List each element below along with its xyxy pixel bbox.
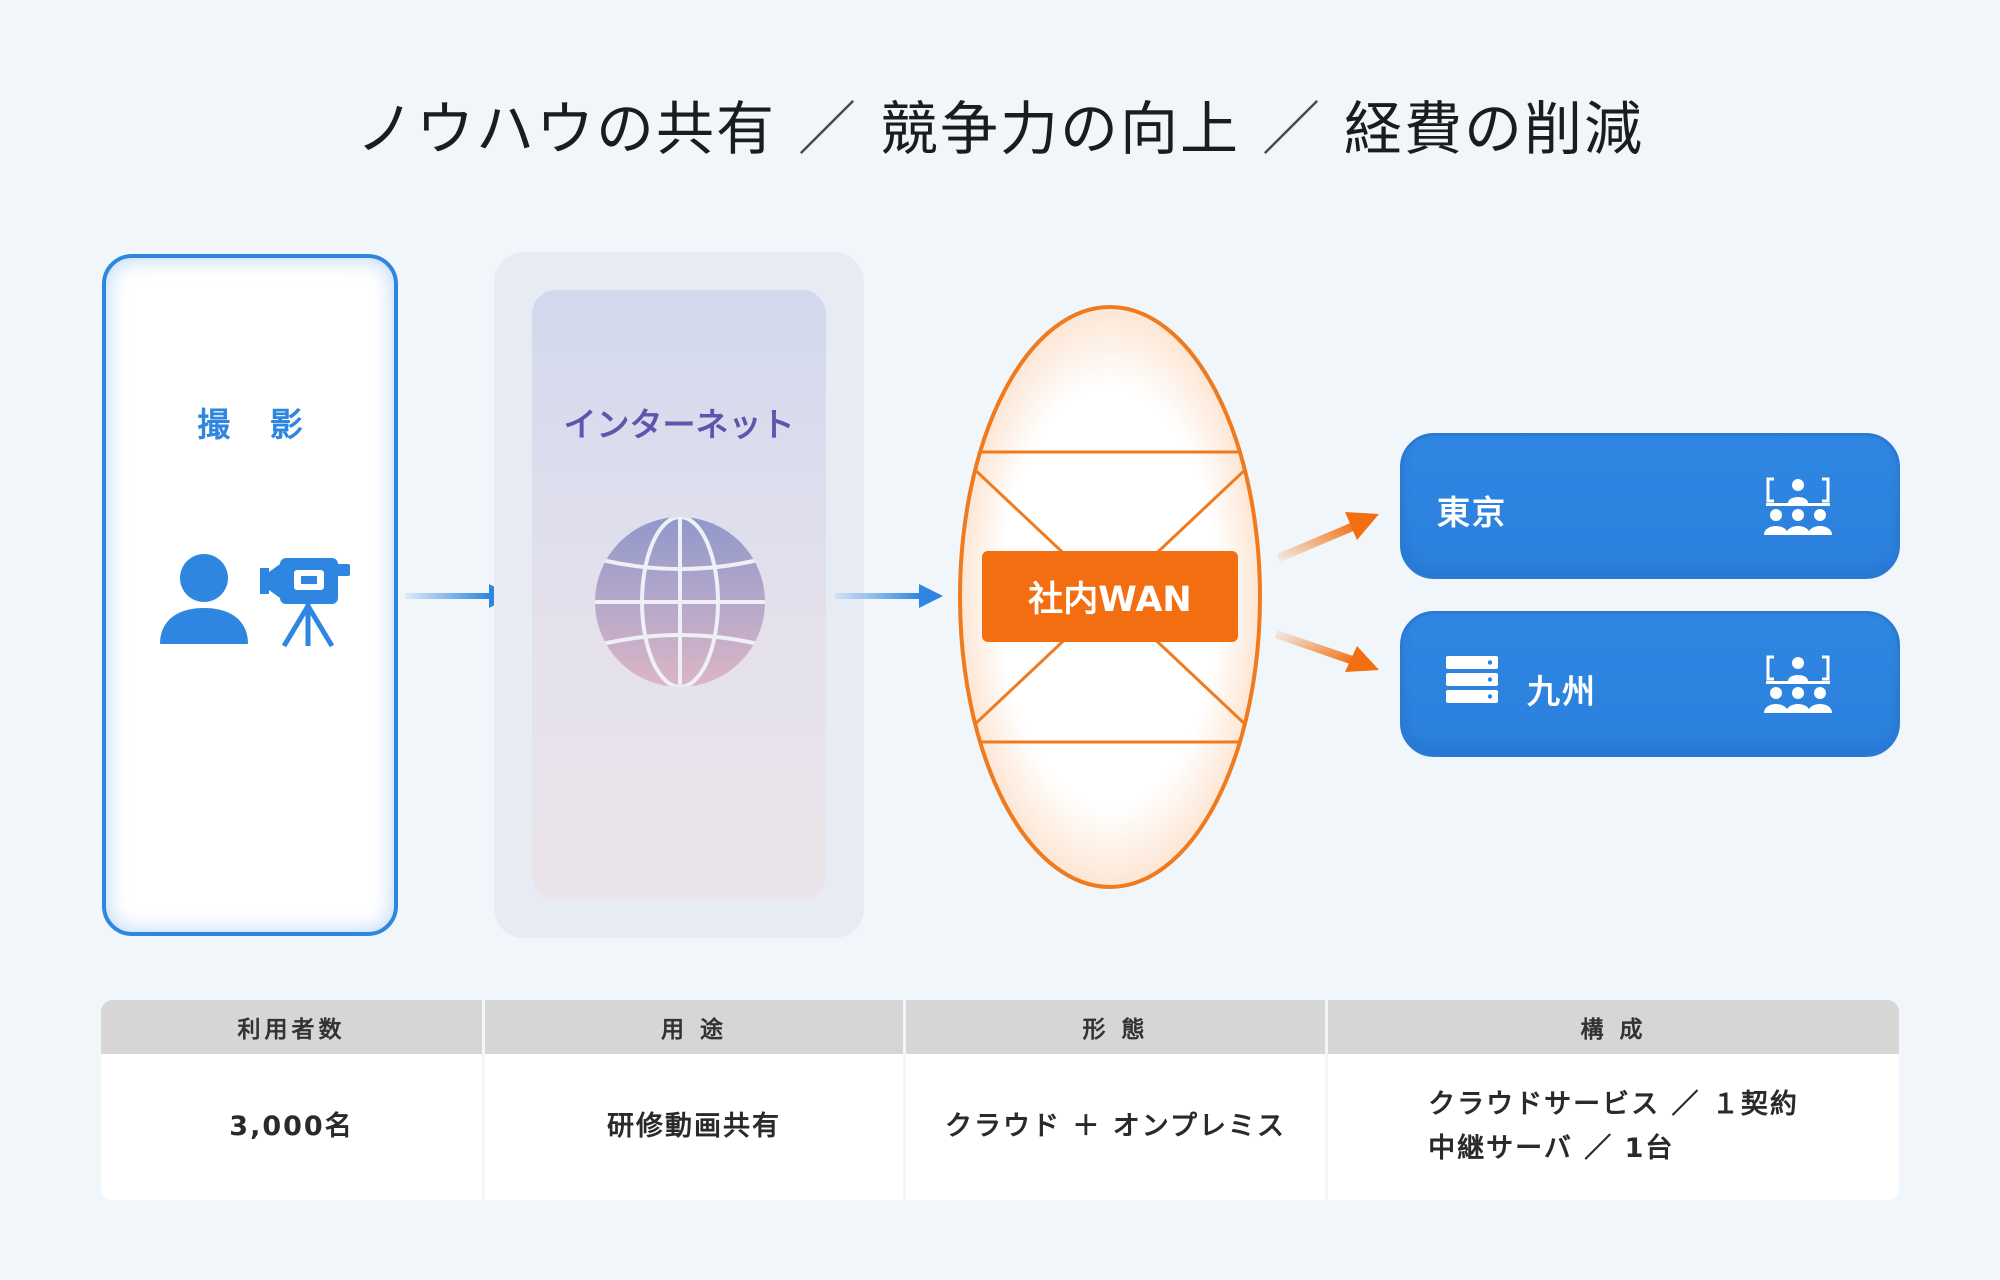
audience-icon xyxy=(1764,477,1832,535)
form-value: クラウド ＋ オンプレミス xyxy=(945,1111,1286,1142)
audience-icon xyxy=(1764,655,1832,713)
table-col-users: 利用者数 3,000名 xyxy=(101,1000,482,1200)
config-line-2: 中継サーバ ／ 1台 xyxy=(1428,1133,1675,1164)
table-header-users: 利用者数 xyxy=(101,1000,482,1054)
info-table: 利用者数 3,000名 用 途 研修動画共有 形 態 クラウド ＋ オンプレミス… xyxy=(101,1000,1899,1200)
globe-icon xyxy=(595,517,765,687)
purpose-value: 研修動画共有 xyxy=(607,1111,781,1142)
wan-label: 社内WAN xyxy=(1028,580,1192,620)
headline-part-1: ノウハウの共有 xyxy=(355,95,776,163)
wan-label-box: 社内WAN xyxy=(982,551,1238,642)
config-lines: クラウドサービス ／ １契約 中継サーバ ／ 1台 xyxy=(1428,1083,1799,1171)
table-header-config: 構 成 xyxy=(1328,1000,1899,1054)
video-camera-icon xyxy=(260,558,350,648)
region-kyushu-label: 九州 xyxy=(1527,672,1597,711)
table-cell-form: クラウド ＋ オンプレミス xyxy=(906,1054,1325,1200)
internet-label: インターネット xyxy=(563,405,795,444)
headline-separator-2: ／ xyxy=(1262,95,1323,163)
capture-icons xyxy=(160,554,350,648)
table-cell-users: 3,000名 xyxy=(101,1054,482,1200)
capture-label: 撮 影 xyxy=(197,405,317,444)
region-tokyo xyxy=(1400,433,1900,579)
table-col-purpose: 用 途 研修動画共有 xyxy=(482,1000,903,1200)
arrow-to-kyushu xyxy=(1275,630,1379,672)
users-value: 3,000名 xyxy=(229,1111,354,1142)
headline-separator-1: ／ xyxy=(797,95,858,163)
config-line-1: クラウドサービス ／ １契約 xyxy=(1428,1089,1799,1120)
table-col-config: 構 成 クラウドサービス ／ １契約 中継サーバ ／ 1台 xyxy=(1325,1000,1899,1200)
arrow-internet-to-wan xyxy=(835,584,943,608)
page-title: ノウハウの共有 ／ 競争力の向上 ／ 経費の削減 xyxy=(0,82,2000,166)
table-header-form: 形 態 xyxy=(906,1000,1325,1054)
arrow-to-tokyo xyxy=(1277,512,1379,562)
table-cell-config: クラウドサービス ／ １契約 中継サーバ ／ 1台 xyxy=(1328,1054,1899,1200)
headline-part-2: 競争力の向上 xyxy=(879,95,1240,163)
server-icon xyxy=(1446,656,1498,703)
headline-part-3: 経費の削減 xyxy=(1344,95,1645,163)
person-icon xyxy=(160,554,248,644)
arrows-wan-to-regions xyxy=(1275,512,1379,672)
table-header-purpose: 用 途 xyxy=(485,1000,903,1054)
region-tokyo-label: 東京 xyxy=(1437,493,1507,532)
capture-panel xyxy=(102,254,398,936)
table-cell-purpose: 研修動画共有 xyxy=(485,1054,903,1200)
table-col-form: 形 態 クラウド ＋ オンプレミス xyxy=(903,1000,1325,1200)
